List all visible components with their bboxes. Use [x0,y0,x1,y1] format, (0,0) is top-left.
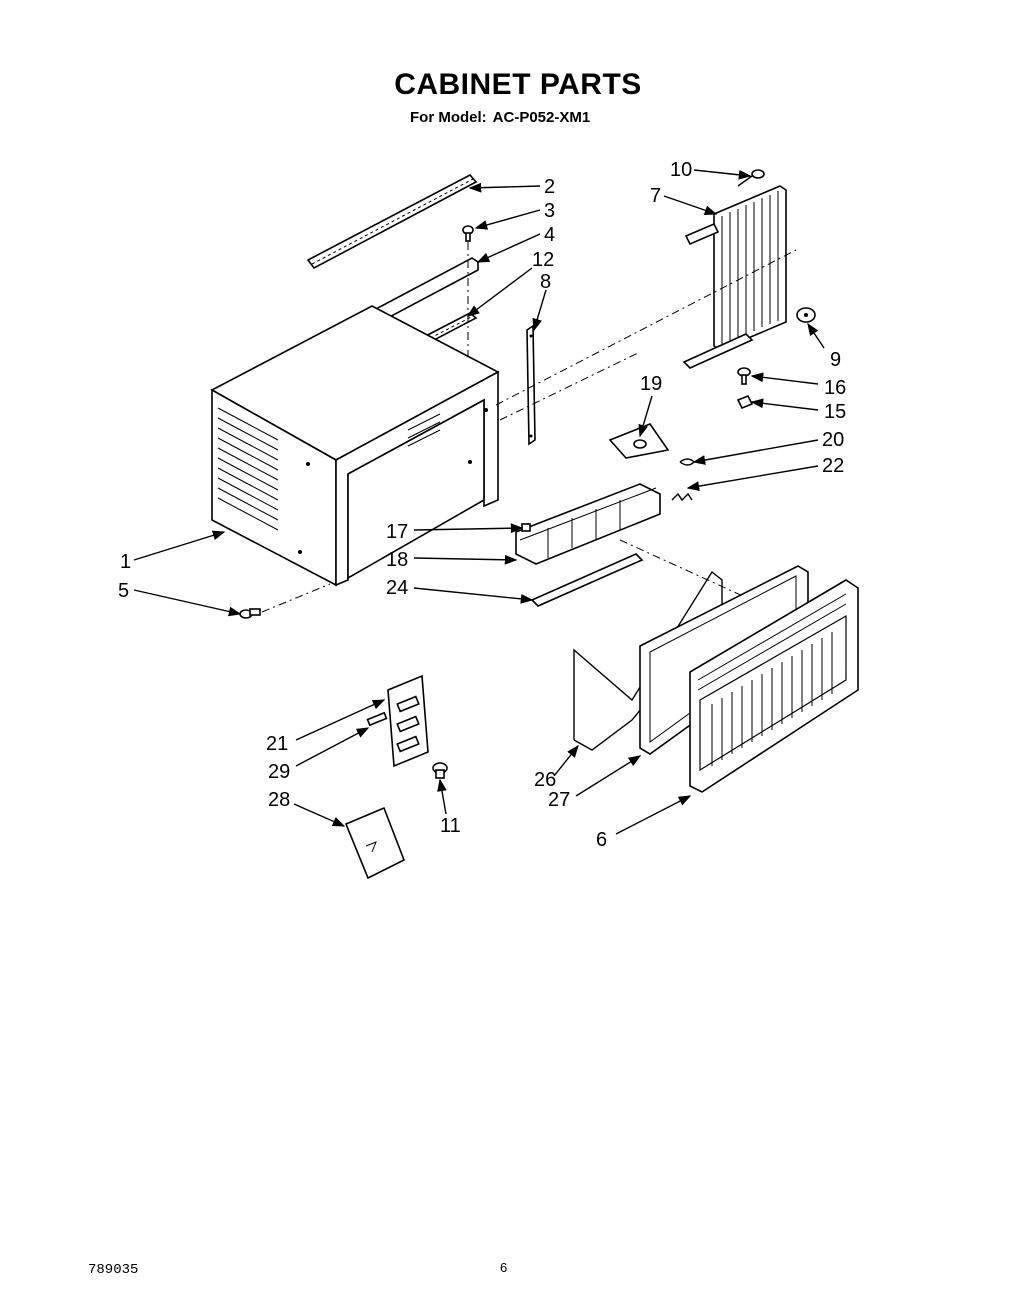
part-10-screw [737,169,765,187]
callout-16: 16 [824,377,846,399]
part-19-bracket [608,423,670,459]
document-number: 789035 [88,1262,139,1278]
callout-8: 8 [540,271,551,293]
callout-6: 6 [596,829,607,851]
part-7-side-curtain [682,185,787,369]
centerline [499,351,641,421]
cabinet-louvers [217,407,441,531]
callout-19: 19 [640,373,662,395]
callout-1: 1 [120,551,131,573]
callout-9: 9 [830,349,841,371]
part-16-screw [737,367,751,385]
part-26-filter-frame [573,570,723,751]
callout-labels: 1 2 3 5 4 6 7 8 9 10 11 12 15 16 17 18 1… [118,159,846,851]
callout-17: 17 [386,521,408,543]
callout-4: 4 [544,224,555,246]
callout-29: 29 [268,761,290,783]
part-18-frame [515,483,661,565]
part-22-spring [671,492,693,502]
leader-lines [133,169,825,835]
callout-12: 12 [532,249,554,271]
callout-26: 26 [534,769,556,791]
callout-11: 11 [440,815,461,837]
part-11-knob [432,762,448,779]
callout-21: 21 [266,733,288,755]
part-1-cabinet [210,305,500,587]
callout-22: 22 [822,455,844,477]
part-15-clip [736,394,754,410]
part-29-shaft [366,711,388,727]
callout-7: 7 [650,185,661,207]
part-24-rail [530,553,644,607]
callout-24: 24 [386,577,408,599]
part-28-bracket [344,806,406,880]
callout-18: 18 [386,549,408,571]
part-20-clip [679,458,695,466]
part-9-knob [796,307,816,323]
centerline [495,249,797,406]
part-21-panel [387,674,429,768]
part-3-screw [462,225,474,242]
page-title: CABINET PARTS [394,68,642,101]
centerline [261,583,331,613]
part-5-screw [239,608,261,619]
callout-10: 10 [670,159,692,181]
callout-5: 5 [118,580,129,602]
model-line: For Model: AC-P052-XM1 [410,109,596,126]
part-17-screw [521,523,531,532]
model-prefix: For Model: [410,109,487,126]
part-6-front-grille [689,579,859,793]
callout-2: 2 [544,176,555,198]
callout-3: 3 [544,200,555,222]
callout-28: 28 [268,789,290,811]
callout-20: 20 [822,429,844,451]
model-number: AC-P052-XM1 [492,109,591,126]
part-2-rail [306,173,478,270]
page-number: 6 [500,1260,508,1275]
callout-15: 15 [824,401,846,423]
callout-27: 27 [548,789,570,811]
